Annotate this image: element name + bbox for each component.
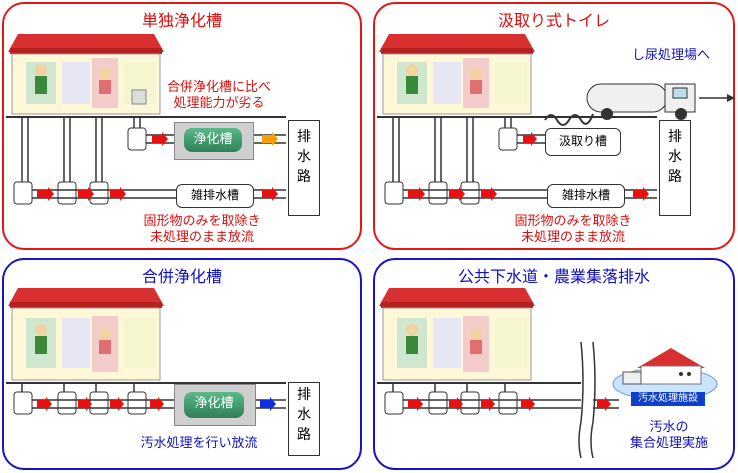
panel-tandoku: 単独浄化槽: [2, 2, 362, 250]
panel-gappei: 合併浄化槽 浄化槽 排 水 路: [2, 258, 362, 470]
gappei-note: 汚水処理を行い放流: [140, 436, 258, 451]
house-illustration: [8, 288, 164, 381]
panel-title: 合併浄化槽: [141, 267, 222, 286]
panel-kumitori: 汲取り式トイレ: [373, 2, 735, 250]
panel-title: 汲取り式トイレ: [497, 11, 610, 30]
drain-channel: 排 水 路: [288, 120, 320, 216]
panel-title: 公共下水道・農業集落排水: [457, 267, 650, 286]
house-illustration: [8, 34, 164, 115]
misc-wastewater-tank: 雑排水槽: [176, 184, 254, 208]
misc-wastewater-tank: 雑排水槽: [547, 184, 625, 208]
facility-label: 汚水処理施設: [631, 392, 705, 406]
pit-tank: 汲取り槽: [545, 128, 621, 156]
drain-channel: 排 水 路: [659, 120, 691, 216]
tandoku-note: 固形物のみを取除き 未処理のまま放流: [143, 214, 261, 245]
tandoku-diagram: [6, 34, 286, 205]
house-illustration: [379, 288, 535, 381]
vacuum-truck-illustration: [544, 83, 696, 126]
destination-label: し尿処理場へ: [631, 48, 710, 63]
combined-tank-label: 浄化槽: [184, 392, 244, 418]
tandoku-callout: 合併浄化槽に比べ 処理能力が劣る: [166, 80, 271, 111]
kumitori-note: 固形物のみを取除き 未処理のまま放流: [514, 214, 632, 245]
panel-gesuido: 公共下水道・農業集落排水: [373, 258, 735, 470]
gappei-diagram: [6, 288, 286, 415]
gesuido-note: 汚水の 集合処理実施: [629, 420, 708, 451]
house-illustration: [379, 34, 535, 115]
panel-title: 単独浄化槽: [141, 11, 222, 30]
kumitori-diagram: [377, 34, 735, 205]
septic-tank-label: 浄化槽: [184, 128, 242, 152]
gesuido-diagram: [377, 288, 718, 459]
drain-channel: 排 水 路: [288, 382, 320, 456]
